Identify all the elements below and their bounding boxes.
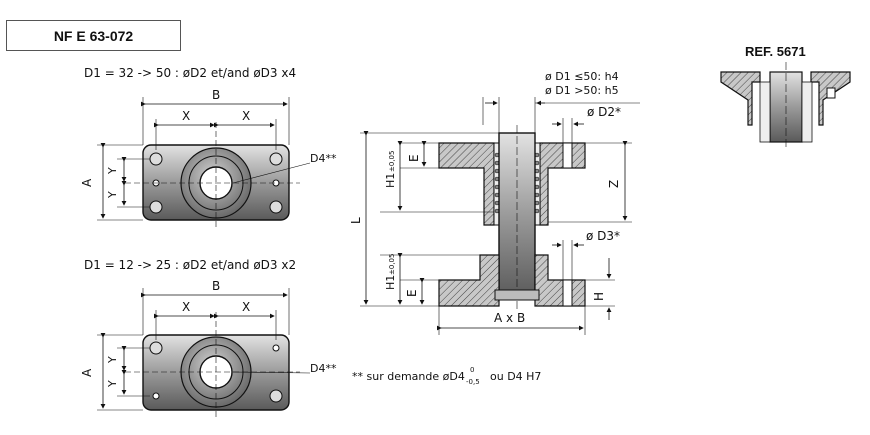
reference-detail: [720, 62, 851, 150]
dim-d2: ø D2*: [587, 105, 621, 119]
section-view: ø D1 ≤50: h4 ø D1 >50: h5 ø D2* ø D3* E …: [349, 70, 640, 335]
screw-hole: [149, 200, 163, 214]
dim-y-top: Y: [106, 356, 119, 364]
dim-x-right: X: [242, 109, 250, 123]
reference-label: REF. 5671: [745, 44, 806, 59]
dim-e-bottom: E: [405, 289, 419, 297]
lower-base-left: [438, 254, 500, 307]
screw-hole: [269, 389, 283, 403]
dim-y-bottom: Y: [106, 380, 119, 388]
footnote-sub: -0,5: [466, 378, 480, 386]
dim-d4: D4**: [310, 152, 337, 165]
dim-y-top: Y: [106, 167, 119, 175]
dim-b: B: [212, 279, 220, 293]
tolerance-h5: ø D1 >50: h5: [545, 84, 619, 97]
dim-y-bottom: Y: [106, 191, 119, 199]
dim-x-left: X: [182, 109, 190, 123]
dim-axb: A x B: [494, 311, 525, 325]
top-view-1: B X X A Y Y D4**: [80, 88, 337, 230]
footnote-text: ** sur demande øD4: [352, 370, 465, 383]
top-view-1-condition: D1 = 32 -> 50 : øD2 et/and øD3 x4: [84, 66, 297, 80]
dim-a: A: [80, 368, 94, 377]
footnote-end: ou D4 H7: [490, 370, 541, 383]
dim-x-left: X: [182, 300, 190, 314]
dim-h1-top-tol: ±0,05: [388, 151, 396, 172]
upper-flange-left: [438, 142, 495, 226]
screw-hole: [149, 152, 163, 166]
dim-x-right: X: [242, 300, 250, 314]
pin-hole: [152, 392, 160, 400]
dim-a: A: [80, 178, 94, 187]
top-view-2: B X X A Y Y D4**: [80, 279, 337, 420]
screw-hole: [149, 341, 163, 355]
dim-d4: D4**: [310, 362, 337, 375]
dim-b: B: [212, 88, 220, 102]
footnote-sup: 0: [470, 366, 474, 374]
screw-hole: [269, 152, 283, 166]
ball-cage: [494, 152, 540, 214]
dim-h1-bottom: H1: [384, 275, 397, 290]
screw-hole: [269, 200, 283, 214]
top-view-2-condition: D1 = 12 -> 25 : øD2 et/and øD3 x2: [84, 258, 297, 272]
dim-z: Z: [607, 180, 621, 188]
tolerance-h4: ø D1 ≤50: h4: [545, 70, 619, 83]
dim-e-top: E: [407, 154, 421, 162]
dim-d3: ø D3*: [586, 229, 620, 243]
dim-h1-bottom-tol: ±0,05: [388, 254, 396, 275]
standard-label: NF E 63-072: [53, 27, 134, 44]
pin-hole: [272, 344, 280, 352]
dim-h1-top: H1: [384, 173, 397, 188]
lower-base-right: [534, 254, 586, 307]
footnote: ** sur demande øD4 0 -0,5 ou D4 H7: [352, 366, 541, 386]
dim-h: H: [592, 292, 606, 301]
standard-box: NF E 63-072: [6, 20, 181, 51]
dim-l: L: [349, 217, 363, 224]
